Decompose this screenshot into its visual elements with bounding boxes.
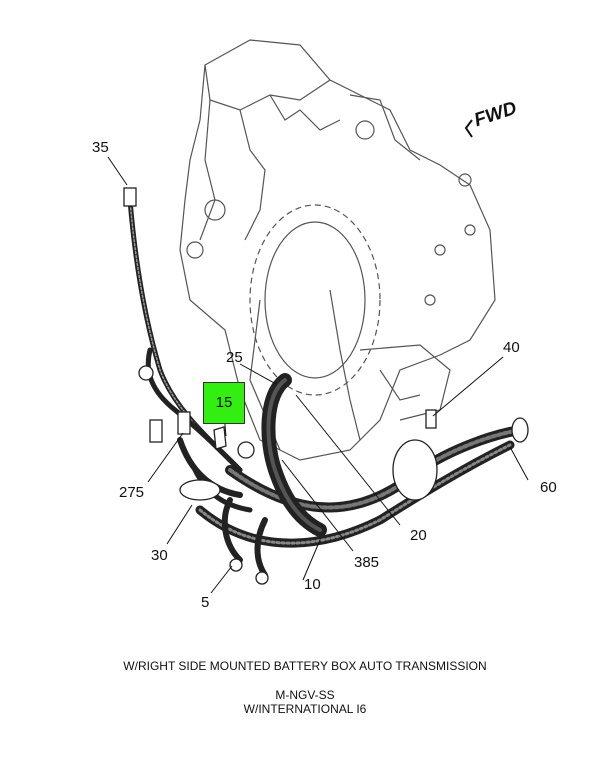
wire-harness <box>127 197 525 578</box>
callout-10: 10 <box>304 576 321 593</box>
callout-40: 40 <box>503 339 520 356</box>
callout-385: 385 <box>354 554 380 571</box>
leader-lines <box>107 156 529 594</box>
parts-diagram <box>107 39 529 594</box>
callout-25: 25 <box>226 349 243 366</box>
fwd-arrow-icon <box>464 119 473 138</box>
connectors <box>123 187 529 585</box>
caption-line-1: W/RIGHT SIDE MOUNTED BATTERY BOX AUTO TR… <box>123 659 487 673</box>
callout-5: 5 <box>201 594 210 611</box>
callout-20: 20 <box>410 527 427 544</box>
callout-15-highlighted: 15 <box>203 382 245 424</box>
callout-60: 60 <box>540 479 557 496</box>
callout-35: 35 <box>92 139 109 156</box>
caption-line-2: M-NGV-SS <box>275 688 335 702</box>
caption-line-3: W/INTERNATIONAL I6 <box>243 702 367 716</box>
callout-275: 275 <box>119 484 145 501</box>
callout-30: 30 <box>151 547 168 564</box>
